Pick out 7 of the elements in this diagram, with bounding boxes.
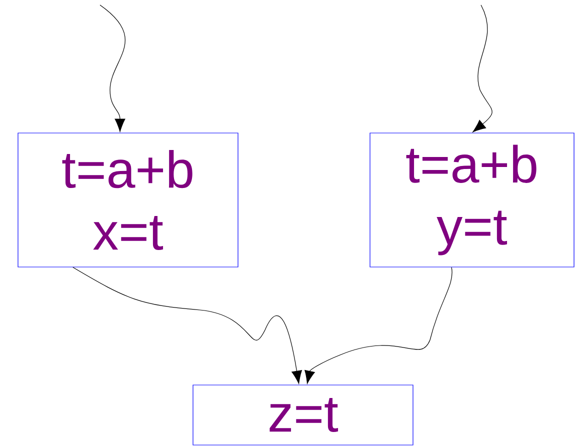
arrow [72,267,302,384]
code-box: t=a+b y=t [370,132,574,268]
code-box: z=t [192,384,414,446]
arrow [100,4,126,132]
arrow [304,267,452,384]
arrow [472,4,492,132]
code-box: t=a+b x=t [18,132,238,268]
